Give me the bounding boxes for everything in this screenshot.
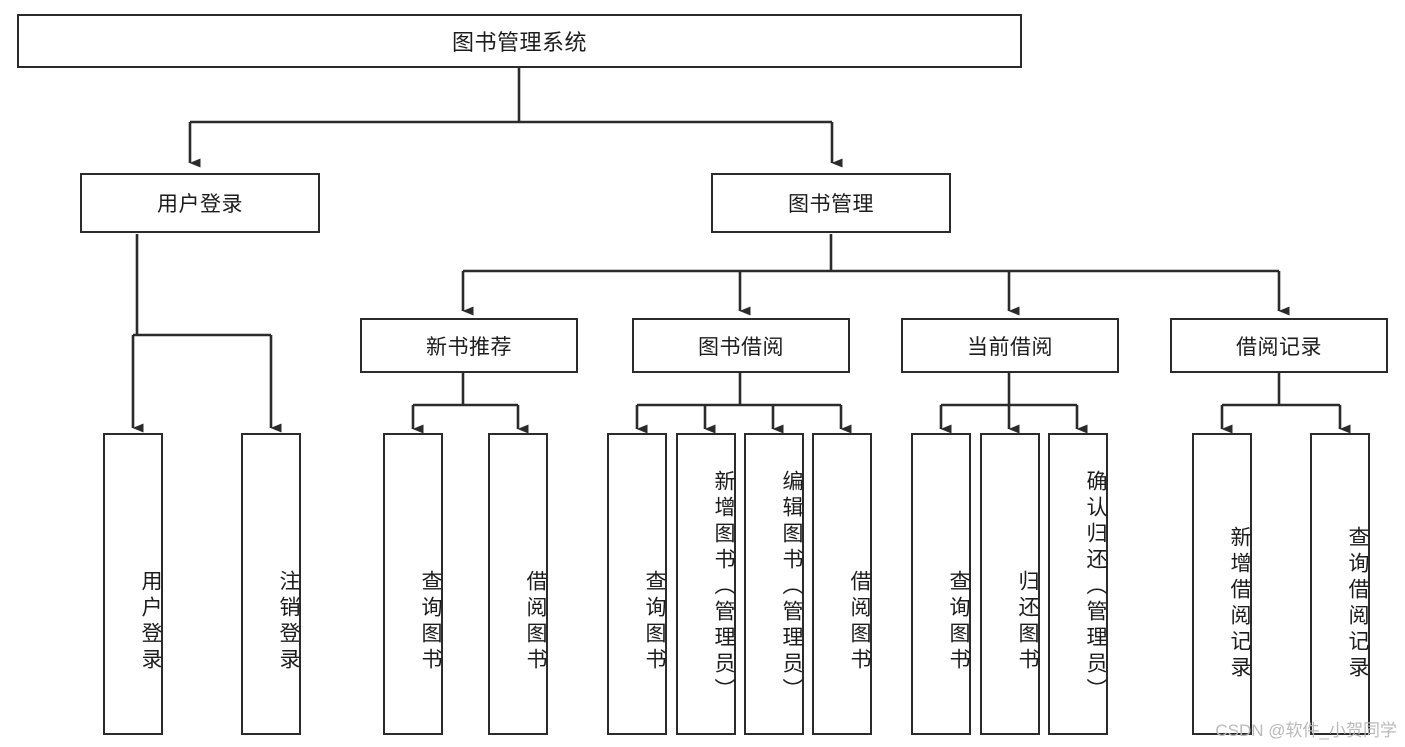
- node-new-book-recommend[interactable]: 新书推荐: [360, 318, 578, 373]
- leaf-borrow-book-2[interactable]: 借阅图书: [812, 433, 872, 735]
- leaf-query-book-3[interactable]: 查询图书: [911, 433, 971, 735]
- csdn-watermark: CSDN @软件_小贺同学: [1215, 721, 1397, 740]
- leaf-edit-book-admin[interactable]: 编辑图书（管理员）: [744, 433, 804, 735]
- node-root-system[interactable]: 图书管理系统: [17, 14, 1022, 68]
- leaf-add-book-admin[interactable]: 新增图书（管理员）: [676, 433, 736, 735]
- leaf-query-book-2[interactable]: 查询图书: [607, 433, 667, 735]
- leaf-add-borrow-record[interactable]: 新增借阅记录: [1192, 433, 1252, 735]
- leaf-user-login[interactable]: 用户登录: [103, 433, 163, 735]
- leaf-return-book[interactable]: 归还图书: [980, 433, 1040, 735]
- node-book-manage[interactable]: 图书管理: [711, 173, 951, 233]
- leaf-query-book-1[interactable]: 查询图书: [383, 433, 443, 735]
- node-user-login[interactable]: 用户登录: [80, 173, 320, 233]
- leaf-query-borrow-record[interactable]: 查询借阅记录: [1310, 433, 1370, 735]
- node-borrow-record[interactable]: 借阅记录: [1170, 318, 1388, 373]
- leaf-logout-login[interactable]: 注销登录: [241, 433, 301, 735]
- leaf-confirm-return-admin[interactable]: 确认归还（管理员）: [1048, 433, 1108, 735]
- node-book-borrow[interactable]: 图书借阅: [632, 318, 850, 373]
- node-current-borrow[interactable]: 当前借阅: [901, 318, 1119, 373]
- leaf-borrow-book-1[interactable]: 借阅图书: [488, 433, 548, 735]
